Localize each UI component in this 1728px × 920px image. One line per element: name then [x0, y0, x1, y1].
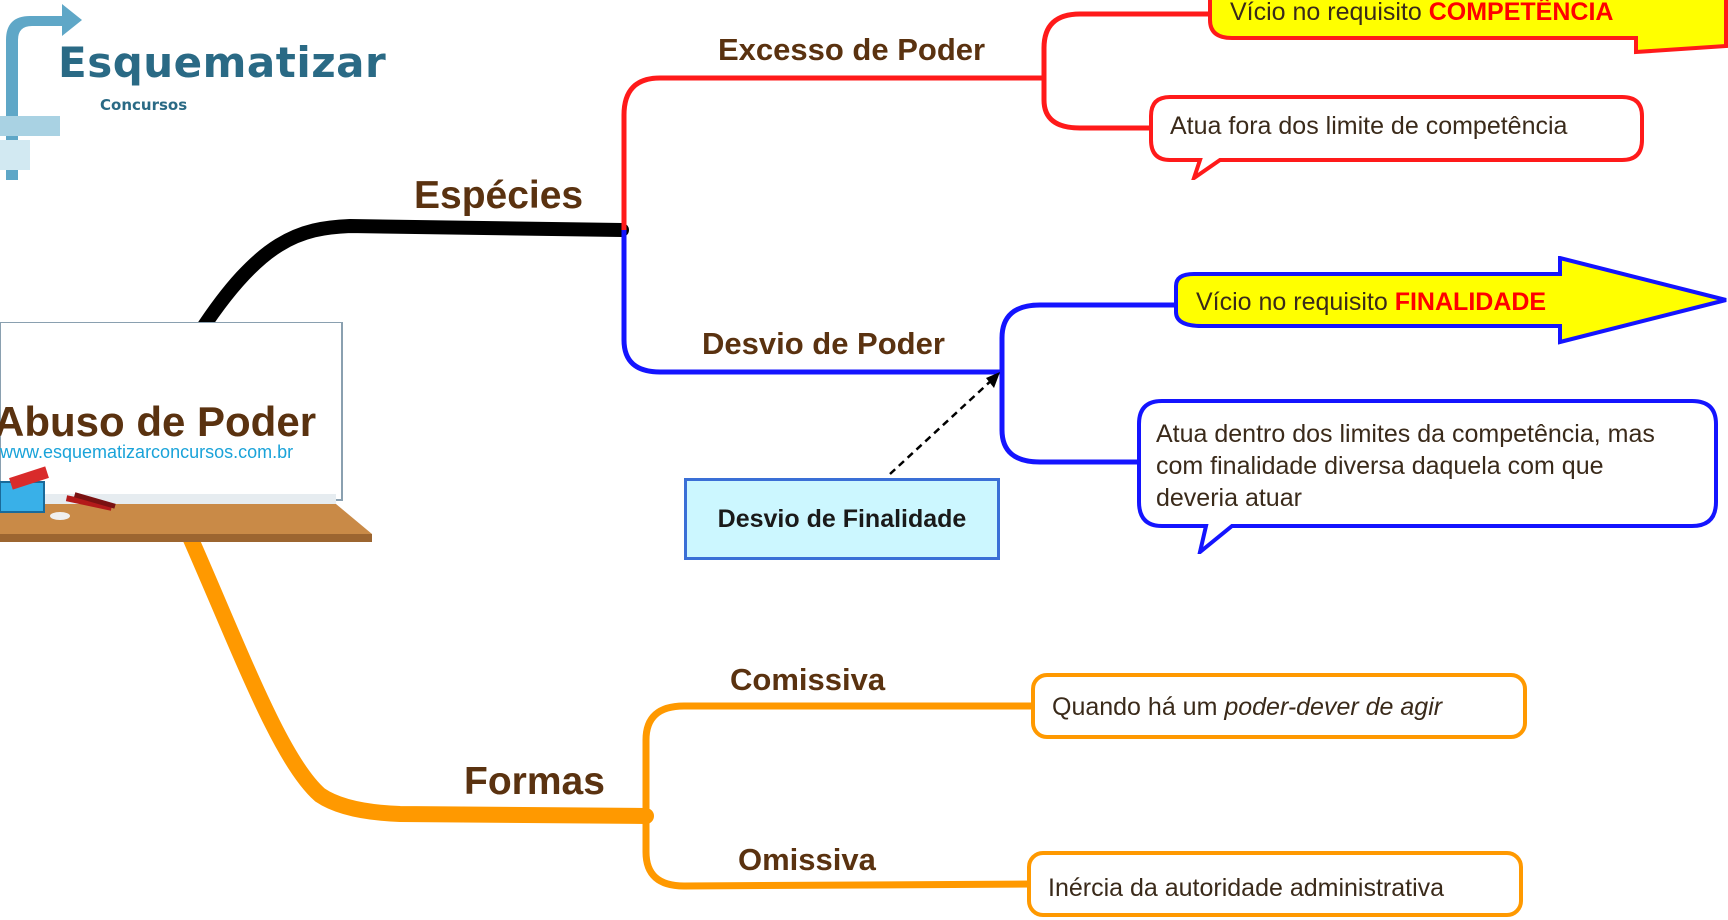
formas-branch-line [178, 520, 654, 824]
excesso-requirement-arrow: Vício no requisito COMPETÊNCIA [1206, 0, 1728, 68]
callout-bubble-shape [1149, 95, 1644, 180]
excesso-label: Excesso de Poder [718, 32, 986, 67]
comissiva-callout-italic: poder-dever de agir [1224, 693, 1443, 721]
excesso-to-arrow-line [1041, 11, 1216, 78]
logo-subtitle: Concursos [100, 96, 188, 114]
desvio-to-arrow-line [999, 302, 1178, 372]
whiteboard-shelf-icon [0, 322, 372, 542]
especies-label: Espécies [414, 174, 584, 217]
note-arrowhead [986, 372, 1000, 388]
comissiva-callout: Quando há um poder-dever de agir [1030, 672, 1528, 742]
omissiva-callout-text: Inércia da autoridade administrativa [1048, 874, 1445, 902]
desvio-callout: Atua dentro dos limites da competência, … [1136, 398, 1720, 554]
yellow-arrow-shape [1174, 256, 1727, 345]
desvio-arrow-prefix: Vício no requisito [1196, 288, 1395, 316]
central-node: Abuso de Poder www.esquematizarconcursos… [0, 322, 380, 544]
desvio-requirement-arrow: Vício no requisito FINALIDADE [1172, 256, 1728, 356]
omissiva-callout: Inércia da autoridade administrativa [1026, 850, 1524, 920]
omissiva-branch-line [642, 816, 1033, 890]
excesso-branch-line [621, 75, 1044, 230]
especies-branch-line [193, 218, 629, 339]
rounded-box-shape [1031, 673, 1527, 739]
omissiva-label: Omissiva [738, 842, 876, 877]
desvio-finalidade-note: Desvio de Finalidade [684, 478, 1000, 560]
comissiva-label: Comissiva [730, 662, 886, 697]
yellow-arrow-shape [1208, 0, 1728, 55]
excesso-to-callout-line [1041, 78, 1150, 131]
excesso-callout: Atua fora dos limite de competência [1148, 94, 1646, 180]
desvio-arrow-highlight: FINALIDADE [1394, 288, 1547, 316]
logo-mark-icon [0, 4, 82, 180]
note-dashed-connector [889, 377, 995, 475]
desvio-to-callout-line [999, 372, 1138, 465]
excesso-arrow-highlight: COMPETÊNCIA [1428, 0, 1614, 26]
central-title: Abuso de Poder [0, 398, 317, 445]
mind-map-connectors [178, 11, 1216, 890]
callout-bubble-shape [1137, 399, 1718, 554]
comissiva-callout-prefix: Quando há um [1052, 693, 1225, 721]
desvio-label: Desvio de Poder [702, 326, 945, 361]
central-url: www.esquematizarconcursos.com.br [0, 442, 294, 462]
desvio-branch-line [621, 230, 1002, 375]
logo-wordmark: Esquematizar [58, 38, 387, 87]
logo: Esquematizar Concursos [0, 0, 386, 180]
excesso-callout-text: Atua fora dos limite de competência [1170, 112, 1568, 140]
comissiva-branch-line [642, 702, 1032, 816]
desvio-callout-text: Atua dentro dos limites da competência, … [1156, 420, 1655, 512]
formas-label: Formas [464, 760, 605, 803]
excesso-arrow-prefix: Vício no requisito [1230, 0, 1429, 26]
